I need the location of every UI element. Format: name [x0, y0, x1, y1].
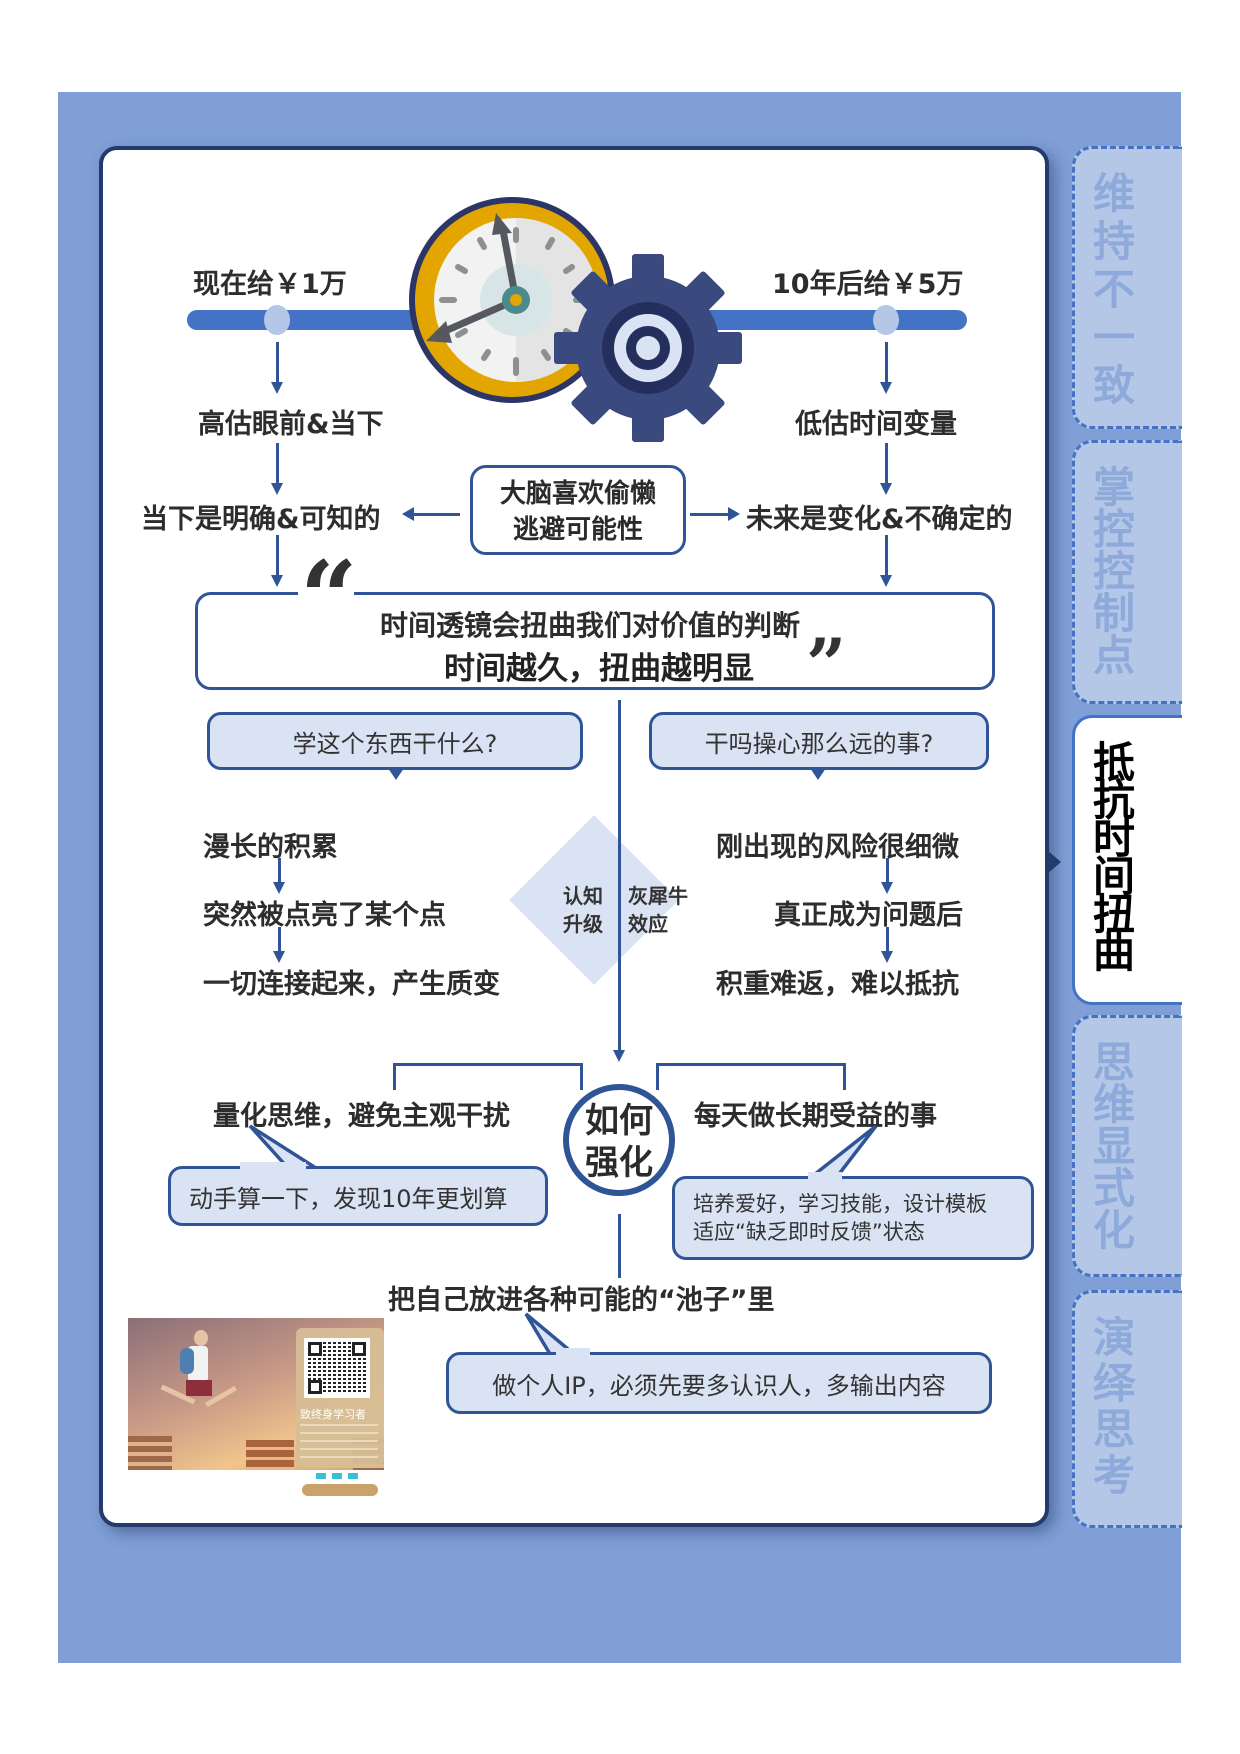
- brain-lazy-line1: 大脑喜欢偷懒: [499, 479, 656, 509]
- habits-bubble: 培养爱好，学习技能，设计模板 适应“缺乏即时反馈”状态: [672, 1176, 1034, 1260]
- arrow-right-head: [728, 507, 740, 521]
- arrow-down: [881, 858, 893, 894]
- quote-line2: 时间越久，扭曲越明显: [444, 651, 754, 687]
- qr-card: 致终身学习者: [296, 1328, 384, 1496]
- future-offer-label: 10年后给￥5万: [772, 269, 964, 300]
- tab-label: 演绎思考: [1086, 1315, 1136, 1499]
- quote-box: [195, 592, 995, 690]
- follow-button[interactable]: [302, 1484, 378, 1496]
- spine-bottom: [618, 1214, 621, 1278]
- overestimate-present-label: 高估眼前&当下: [198, 409, 384, 440]
- center-spine-overlay: [618, 800, 621, 1000]
- diamond-right-line1: 灰犀牛: [628, 884, 688, 908]
- arrow-right: [690, 513, 730, 516]
- bracket-left-side: [393, 1063, 396, 1090]
- bubble-tail: [388, 768, 404, 780]
- personal-ip-text: 做个人IP，必须先要多认识人，多输出内容: [492, 1371, 946, 1400]
- arrow-down: [271, 342, 283, 394]
- diamond-left-line1: 认知: [563, 884, 603, 908]
- quote-line1: 时间透镜会扭曲我们对价值的判断: [380, 609, 801, 642]
- runner-figure: [160, 1330, 237, 1440]
- arrow-down: [273, 858, 285, 894]
- gray-rhino-label: 灰犀牛 效应: [628, 882, 688, 938]
- arrow-down: [880, 443, 892, 495]
- arrow-left-head: [402, 507, 414, 521]
- qr-card-title: 致终身学习者: [300, 1408, 366, 1421]
- diamond-left-line2: 升级: [563, 912, 603, 936]
- bracket-right-top: [656, 1063, 846, 1066]
- habits-line2: 适应“缺乏即时反馈”状态: [693, 1220, 925, 1244]
- arrow-down: [881, 927, 893, 963]
- question-left-text: 学这个东西干什么?: [292, 729, 498, 758]
- rhino-step-1: 刚出现的风险很细微: [716, 832, 959, 863]
- strengthen-line2: 强化: [585, 1143, 653, 1183]
- bubble-tail: [810, 768, 826, 780]
- rhino-step-2: 真正成为问题后: [774, 900, 963, 931]
- habits-line1: 培养爱好，学习技能，设计模板: [693, 1192, 987, 1216]
- cognitive-step-3: 一切连接起来，产生质变: [203, 969, 500, 1000]
- book-stack: [246, 1440, 294, 1470]
- question-right-text: 干吗操心那么远的事?: [704, 729, 934, 758]
- future-uncertain-label: 未来是变化&不确定的: [746, 504, 1013, 535]
- qr-card-fine-print: [300, 1424, 378, 1460]
- clock-gear-icon: [409, 197, 742, 442]
- spine-arrow-head: [613, 1050, 625, 1062]
- rhino-step-3: 积重难返，难以抵抗: [716, 969, 959, 1000]
- qr-code-icon[interactable]: [304, 1338, 370, 1398]
- long-term-benefit-title: 每天做长期受益的事: [694, 1101, 937, 1132]
- arrow-left: [412, 513, 460, 516]
- bubble-tail-join: [808, 1172, 842, 1180]
- question-bubble-right: 干吗操心那么远的事?: [649, 712, 989, 770]
- now-offer-label: 现在给￥1万: [193, 269, 347, 300]
- arrow-down: [271, 443, 283, 495]
- timeline-node-future: [873, 305, 899, 335]
- how-to-strengthen-circle: 如何 强化: [563, 1084, 675, 1196]
- bracket-right-side: [843, 1063, 846, 1090]
- bubble-tail-join: [240, 1162, 306, 1170]
- cognitive-step-2: 突然被点亮了某个点: [203, 900, 446, 931]
- close-quote-icon: ”: [806, 623, 847, 706]
- brain-lazy-line2: 逃避可能性: [512, 515, 643, 545]
- brain-lazy-box: 大脑喜欢偷懒 逃避可能性: [470, 465, 686, 555]
- arrow-down: [273, 927, 285, 963]
- bracket-left-top: [393, 1063, 583, 1066]
- tab-explicit-thinking[interactable]: 思维显式化: [1072, 1015, 1182, 1277]
- quote-gap: [298, 585, 354, 595]
- bracket-left-side: [580, 1063, 583, 1090]
- tab-control-point[interactable]: 掌控控制点: [1072, 440, 1182, 704]
- quantify-thinking-title: 量化思维，避免主观干扰: [213, 1101, 510, 1132]
- present-certain-label: 当下是明确&可知的: [141, 504, 381, 535]
- tab-label: 掌控控制点: [1086, 465, 1136, 675]
- tab-maintain-inconsistency[interactable]: 维持不一致: [1072, 146, 1182, 429]
- calculate-text: 动手算一下，发现10年更划算: [189, 1184, 508, 1213]
- cognitive-upgrade-label: 认知 升级: [563, 882, 603, 938]
- tab-deductive-thinking[interactable]: 演绎思考: [1072, 1290, 1182, 1528]
- cognitive-step-1: 漫长的积累: [203, 832, 338, 863]
- bracket-right-side: [656, 1063, 659, 1090]
- tab-label: 思维显式化: [1086, 1040, 1136, 1250]
- underestimate-time-label: 低估时间变量: [795, 409, 957, 440]
- diamond-right-line2: 效应: [628, 912, 668, 936]
- arrow-down: [880, 535, 892, 587]
- question-bubble-left: 学这个东西干什么?: [207, 712, 583, 770]
- scan-arrows-icon: [316, 1473, 360, 1479]
- bubble-tail-join: [556, 1348, 590, 1356]
- open-quote-icon: “: [300, 539, 358, 657]
- strengthen-line1: 如何: [585, 1101, 653, 1141]
- personal-ip-bubble: 做个人IP，必须先要多认识人，多输出内容: [446, 1352, 992, 1414]
- book-stack: [128, 1436, 172, 1470]
- tab-resist-time-distortion[interactable]: 抵抗时间扭曲: [1072, 715, 1182, 1005]
- arrow-down: [271, 535, 283, 587]
- tab-label: 抵抗时间扭曲: [1086, 740, 1136, 968]
- timeline-node-now: [264, 305, 290, 335]
- active-tab-pointer: [1047, 850, 1061, 874]
- tab-label: 维持不一致: [1086, 171, 1136, 411]
- calculate-bubble: 动手算一下，发现10年更划算: [168, 1166, 548, 1226]
- pool-title: 把自己放进各种可能的“池子”里: [388, 1285, 775, 1316]
- arrow-down: [880, 342, 892, 394]
